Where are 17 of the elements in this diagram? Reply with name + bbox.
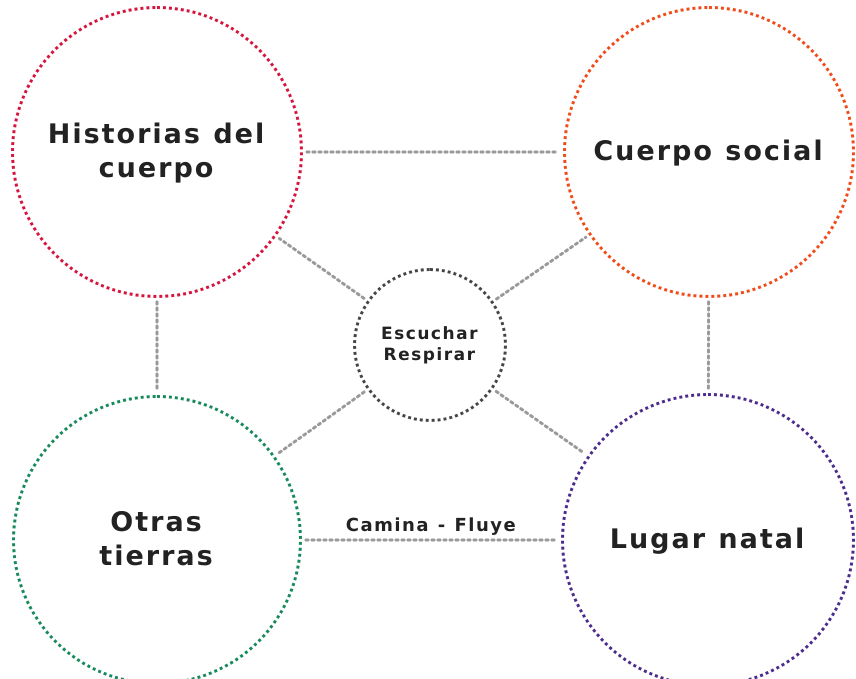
dotted-connector <box>706 300 710 390</box>
dotted-connector <box>278 237 366 300</box>
dotted-connector <box>304 538 558 542</box>
node-label: Lugar natal <box>610 523 806 557</box>
node-label: Cuerpo social <box>593 135 825 169</box>
node-label: Escuchar Respirar <box>380 324 480 366</box>
node-label: Otras tierras <box>98 506 216 574</box>
circle-node <box>561 393 855 679</box>
circle-node <box>12 395 302 679</box>
circle-node <box>11 6 303 298</box>
dotted-connector <box>156 300 158 392</box>
node-label: Historias del cuerpo <box>46 118 268 186</box>
circle-node <box>353 268 507 422</box>
dotted-connector <box>494 390 586 455</box>
dotted-connector <box>495 236 588 300</box>
circle-node <box>563 6 855 298</box>
dotted-connector <box>276 390 366 455</box>
